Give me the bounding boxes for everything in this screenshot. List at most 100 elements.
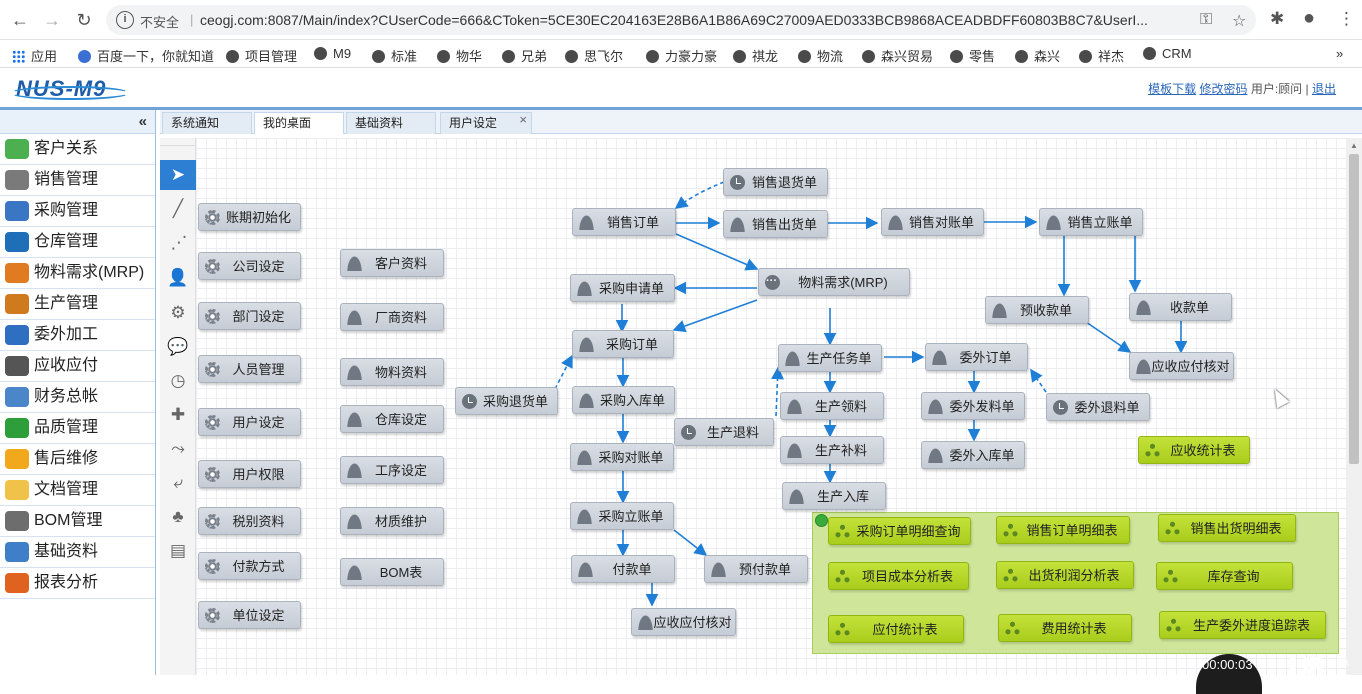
flow-node[interactable]: 部门设定: [198, 302, 301, 330]
gear-icon[interactable]: ⚙: [170, 303, 186, 322]
flow-node[interactable]: 应付统计表: [828, 615, 964, 643]
flow-node[interactable]: 人员管理: [198, 355, 301, 383]
tab-system-notice[interactable]: 系统通知: [162, 112, 252, 134]
flow-node[interactable]: 销售订单: [572, 208, 676, 236]
bookmark-item[interactable]: 零售: [950, 46, 995, 65]
bookmark-item[interactable]: 标准: [372, 46, 417, 65]
stop-icon[interactable]: [1310, 657, 1322, 669]
flow-node[interactable]: 付款方式: [198, 552, 301, 580]
flow-node[interactable]: 用户权限: [198, 460, 301, 488]
address-bar[interactable]: i 不安全 | ceogj.com:8087/Main/index?CUserC…: [106, 5, 1256, 35]
flow-node[interactable]: 生产委外进度追踪表: [1159, 611, 1326, 639]
sidebar-item[interactable]: 基础资料: [0, 537, 155, 568]
url-text[interactable]: ceogj.com:8087/Main/index?CUserCode=666&…: [200, 12, 1148, 28]
tab-user-settings[interactable]: 用户设定×: [440, 112, 532, 134]
flow-node[interactable]: 采购立账单: [570, 502, 674, 530]
dashed-line-icon[interactable]: ⋰: [170, 233, 188, 252]
reload-icon[interactable]: ↻: [76, 10, 92, 30]
sidebar-item[interactable]: 报表分析: [0, 568, 155, 599]
profile-icon[interactable]: ●: [1303, 7, 1316, 29]
flow-node[interactable]: 采购申请单: [570, 274, 675, 302]
flow-canvas[interactable]: 账期初始化公司设定部门设定人员管理用户设定用户权限税别资料付款方式单位设定客户资…: [196, 138, 1346, 675]
flow-node[interactable]: 账期初始化: [198, 203, 301, 231]
sidebar-item[interactable]: 采购管理: [0, 196, 155, 227]
flow-node[interactable]: 库存查询: [1156, 562, 1293, 590]
flow-node[interactable]: 委外退料单: [1046, 393, 1150, 421]
bookmark-item[interactable]: M9: [314, 46, 351, 61]
flow-node[interactable]: 销售立账单: [1039, 208, 1143, 236]
sidebar-item[interactable]: 财务总帐: [0, 382, 155, 413]
flow-node[interactable]: 采购订单: [572, 330, 674, 358]
collapse-icon[interactable]: «: [138, 113, 147, 130]
sidebar-item[interactable]: 销售管理: [0, 165, 155, 196]
flow-node[interactable]: 委外发料单: [921, 392, 1025, 420]
flow-node[interactable]: 客户资料: [340, 249, 444, 277]
pause-icon[interactable]: ❚❚: [1286, 657, 1313, 674]
bookmark-item[interactable]: 兄弟: [502, 46, 547, 65]
sidebar-item[interactable]: 委外加工: [0, 320, 155, 351]
flow-node[interactable]: 材质维护: [340, 507, 444, 535]
flow-node[interactable]: 销售出货明细表: [1158, 514, 1296, 542]
close-icon[interactable]: ×: [519, 112, 527, 127]
flow-node[interactable]: 厂商资料: [340, 303, 444, 331]
flow-node[interactable]: 应收应付核对: [1129, 352, 1234, 380]
table-icon[interactable]: ▤: [169, 541, 187, 560]
flow-node[interactable]: 销售退货单: [723, 168, 828, 196]
sidebar-item[interactable]: 应收应付: [0, 351, 155, 382]
flow-node[interactable]: 生产补料: [780, 436, 884, 464]
back-icon[interactable]: ←: [11, 10, 29, 30]
sidebar-item[interactable]: 物料需求(MRP): [0, 258, 155, 289]
flow-node[interactable]: 预收款单: [985, 296, 1089, 324]
flow-node[interactable]: 费用统计表: [998, 614, 1132, 642]
flow-node[interactable]: 生产领料: [780, 392, 884, 420]
flow-node[interactable]: 应收统计表: [1138, 436, 1250, 464]
group-icon[interactable]: ♣: [172, 507, 184, 526]
sidebar-item[interactable]: 客户关系: [0, 134, 155, 165]
flow-node[interactable]: 出货利润分析表: [996, 561, 1134, 589]
bookmark-item[interactable]: 物华: [437, 46, 482, 65]
clock-icon[interactable]: ◷: [170, 371, 186, 390]
sidebar-item[interactable]: 文档管理: [0, 475, 155, 506]
scroll-up-icon[interactable]: ▲: [1350, 141, 1358, 150]
tab-my-desktop[interactable]: 我的桌面: [254, 112, 344, 134]
flow-node[interactable]: 仓库设定: [340, 405, 444, 433]
flow-node[interactable]: 采购订单明细查询: [828, 517, 971, 545]
split-icon[interactable]: ⤶: [173, 473, 183, 492]
flow-node[interactable]: 物料资料: [340, 358, 444, 386]
flow-node[interactable]: 税别资料: [198, 507, 301, 535]
flow-node[interactable]: 采购对账单: [570, 443, 674, 471]
extensions-icon[interactable]: ✱: [1270, 9, 1285, 28]
sidebar-item[interactable]: 仓库管理: [0, 227, 155, 258]
bookmark-item[interactable]: 森兴: [1015, 46, 1060, 65]
scrollbar-thumb[interactable]: [1349, 154, 1359, 464]
vertical-scrollbar[interactable]: ▲: [1346, 138, 1362, 675]
bookmark-item[interactable]: 力豪力豪: [646, 46, 717, 65]
tab-basic-data[interactable]: 基础资料: [346, 112, 436, 134]
flow-node[interactable]: 委外入库单: [921, 441, 1025, 469]
flow-node[interactable]: 采购退货单: [455, 387, 558, 415]
merge-icon[interactable]: ⤳: [171, 439, 185, 458]
more-bookmarks-icon[interactable]: »: [1336, 46, 1344, 61]
flow-node[interactable]: 生产任务单: [778, 344, 882, 372]
chat-icon[interactable]: 💬: [167, 337, 189, 356]
change-password-link[interactable]: 修改密码: [1199, 82, 1248, 96]
flow-node[interactable]: 应收应付核对: [631, 608, 736, 636]
flow-node[interactable]: 付款单: [571, 555, 675, 583]
bookmark-item[interactable]: 祥杰: [1079, 46, 1124, 65]
info-icon[interactable]: i: [116, 11, 134, 29]
flow-node[interactable]: 收款单: [1129, 293, 1232, 321]
flow-node[interactable]: 采购入库单: [572, 386, 675, 414]
bookmark-item[interactable]: 百度一下，你就知道: [78, 46, 214, 65]
bookmark-item[interactable]: CRM: [1143, 46, 1192, 61]
flow-node[interactable]: 委外订单: [925, 343, 1028, 371]
pen-icon[interactable]: ✎: [1337, 654, 1351, 671]
star-icon[interactable]: ☆: [1232, 13, 1247, 30]
template-download-link[interactable]: 模板下载: [1148, 82, 1197, 96]
puzzle-icon[interactable]: ✚: [170, 405, 186, 424]
flow-node[interactable]: 销售出货单: [723, 210, 828, 238]
bookmark-item[interactable]: 森兴贸易: [862, 46, 933, 65]
sidebar-item[interactable]: 售后维修: [0, 444, 155, 475]
flow-node[interactable]: 工序设定: [340, 456, 444, 484]
key-icon[interactable]: ⚿: [1200, 11, 1213, 28]
pointer-icon[interactable]: ➤: [160, 160, 196, 190]
